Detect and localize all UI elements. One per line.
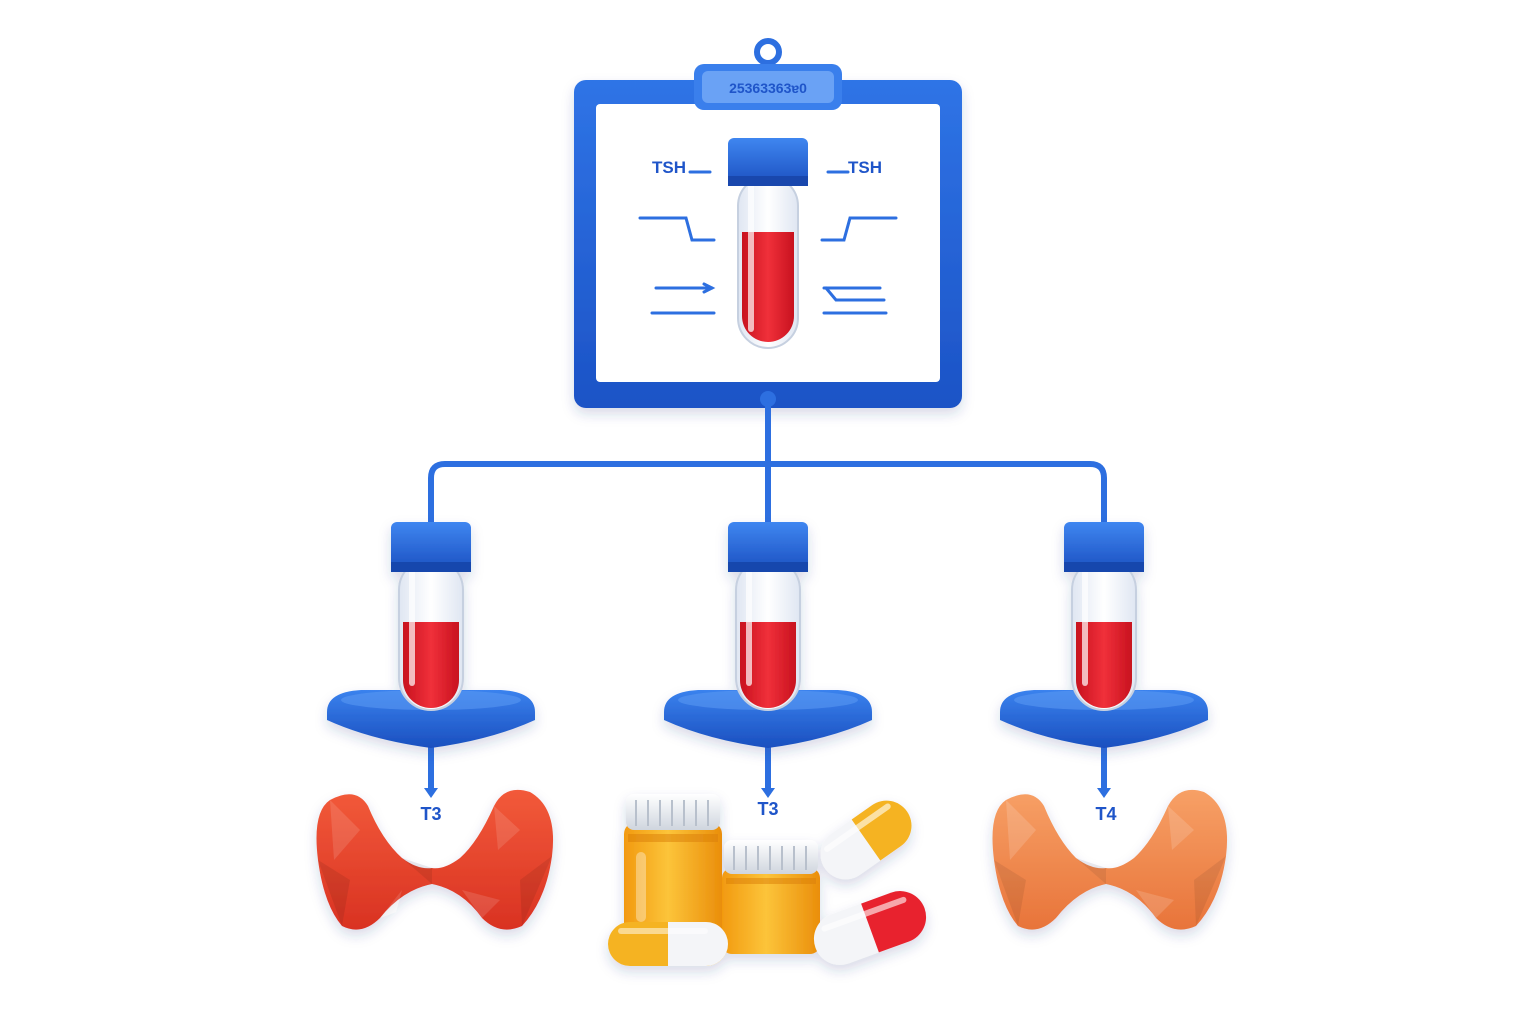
tsh-test-tube — [728, 138, 808, 349]
tube-stand-2 — [664, 522, 872, 748]
tube-cap — [728, 522, 808, 572]
clipboard: 25363363ɐ0 TSH TSH — [574, 38, 962, 408]
thyroid-gland-icon — [316, 789, 554, 930]
tsh-left-label: TSH — [652, 158, 686, 177]
report-lines-left — [638, 170, 716, 315]
connector-lines — [428, 391, 1107, 793]
tube-stand-3 — [1000, 522, 1208, 748]
tube-cap — [391, 522, 471, 572]
tsh-right-label: TSH — [848, 158, 882, 177]
report-lines-right — [820, 170, 898, 315]
tube-cap-rim — [391, 562, 471, 572]
clip-code-text: 25363363ɐ0 — [729, 80, 807, 96]
capsule-icon — [820, 800, 912, 880]
capsule-icon — [813, 891, 927, 965]
branch-label-3: T4 — [1095, 804, 1116, 824]
tube-stand-1 — [327, 522, 535, 748]
arrow-heads — [424, 788, 1111, 798]
capsule-icon — [608, 922, 728, 966]
branch-label-1: T3 — [420, 804, 441, 824]
tube-highlight — [746, 566, 752, 686]
tube-cap — [1064, 522, 1144, 572]
blood-sample — [403, 622, 459, 708]
medication-icon — [608, 794, 927, 966]
thyroid-gland-icon — [992, 789, 1228, 930]
tube-cap-rim — [1064, 562, 1144, 572]
tube-highlight — [409, 566, 415, 686]
pill-bottle-icon — [722, 840, 820, 954]
pill-bottle-icon — [624, 794, 722, 940]
tube-cap-rim — [728, 562, 808, 572]
blood-sample — [1076, 622, 1132, 708]
branch-tubes — [327, 522, 1208, 748]
clipboard-hanger: 25363363ɐ0 — [694, 38, 842, 110]
tube-highlight — [1082, 566, 1088, 686]
branch-label-2: T3 — [757, 799, 778, 819]
blood-sample — [740, 622, 796, 708]
